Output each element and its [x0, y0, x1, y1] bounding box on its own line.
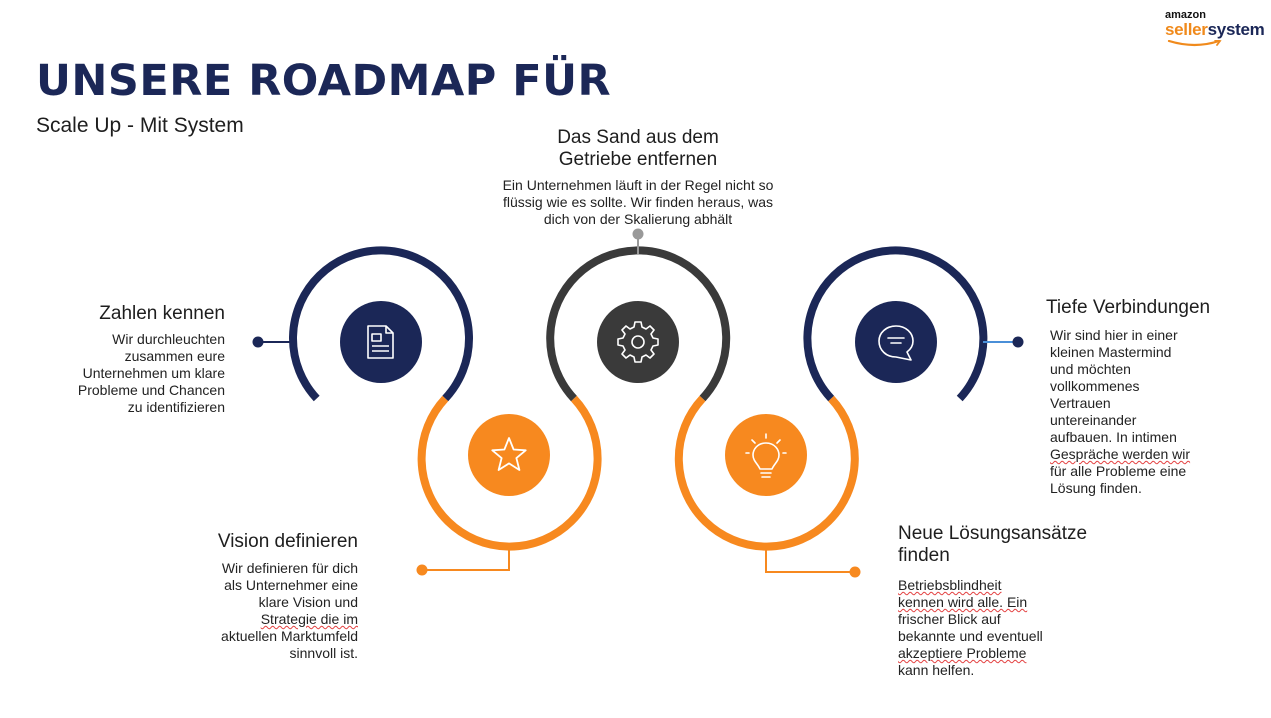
gear-icon [617, 321, 659, 363]
logo-amazon-text: amazon [1165, 9, 1206, 21]
brand-logo: amazon sellersystem [1165, 9, 1265, 47]
step-3-heading: Das Sand aus dem Getriebe entfernen [557, 127, 719, 170]
step-5-circle [855, 301, 937, 383]
step-1-circle [340, 301, 422, 383]
step-1-block: Zahlen kennen Wir durchleuchten zusammen… [5, 303, 225, 416]
logo-seller-text: seller [1165, 20, 1208, 39]
document-icon [367, 325, 394, 359]
connector-step-3 [632, 228, 644, 254]
step-4-block: Neue Lösungsansätze finden Betriebsblind… [898, 523, 1138, 679]
logo-system-text: system [1207, 20, 1265, 39]
step-2-description: Wir definieren für dich als Unternehmer … [221, 560, 358, 661]
step-4-circle [725, 414, 807, 496]
step-5-heading: Tiefe Verbindungen [1046, 297, 1211, 318]
star-icon [491, 437, 527, 471]
arc-step-1 [289, 246, 473, 402]
step-2-circle [468, 414, 550, 496]
step-5-description: Wir sind hier in einer kleinen Mastermin… [1050, 327, 1191, 496]
page-title: UNSERE ROADMAP FÜR [36, 56, 612, 106]
step-3-block: Das Sand aus dem Getriebe entfernen Ein … [438, 127, 838, 228]
chat-icon [878, 325, 914, 361]
connector-step-4 [765, 543, 861, 578]
step-2-block: Vision definieren Wir definieren für dic… [138, 531, 358, 662]
logo-smile-icon [1167, 40, 1222, 47]
step-1-heading: Zahlen kennen [99, 303, 225, 324]
step-3-description: Ein Unternehmen läuft in der Regel nicht… [502, 177, 774, 227]
step-1-description: Wir durchleuchten zusammen eure Unterneh… [77, 331, 225, 415]
step-4-description: Betriebsblindheit kennen wird alle. Ein … [898, 577, 1043, 678]
step-2-heading: Vision definieren [217, 531, 358, 552]
lightbulb-icon [745, 433, 787, 478]
connector-step-5 [983, 336, 1024, 348]
step-4-heading: Neue Lösungsansätze finden [898, 523, 1088, 566]
page-subtitle: Scale Up - Mit System [36, 114, 244, 137]
connector-step-2 [416, 543, 510, 576]
connector-step-1 [252, 336, 292, 348]
step-5-block: Tiefe Verbindungen Wir sind hier in eine… [1046, 297, 1266, 497]
step-3-circle [597, 301, 679, 383]
